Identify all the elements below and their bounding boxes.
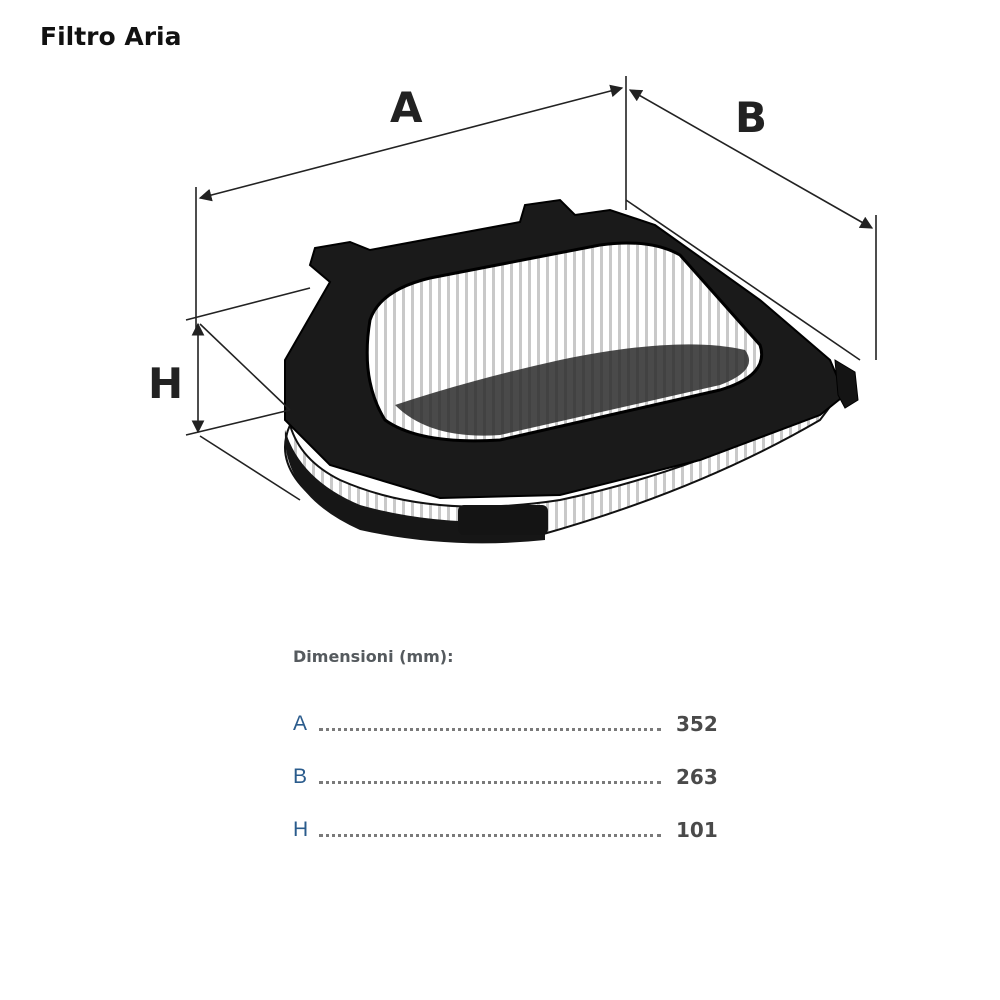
dimension-value: 101: [676, 818, 718, 842]
page-title: Filtro Aria: [40, 22, 182, 51]
filter-illustration: [284, 198, 859, 544]
dimension-label-b: B: [735, 93, 767, 142]
dotted-leader: [319, 781, 661, 784]
dimension-value: 352: [676, 712, 718, 736]
dimension-label-h: H: [148, 359, 183, 408]
dimension-key: H: [293, 818, 309, 841]
dimensions-heading: Dimensioni (mm):: [293, 647, 454, 666]
dimension-row-h: H 101: [293, 818, 723, 846]
dimension-lines: [185, 76, 877, 501]
dotted-leader: [319, 834, 661, 837]
dimension-row-b: B 263: [293, 765, 723, 793]
dotted-leader: [319, 728, 661, 731]
dimension-label-a: A: [390, 83, 423, 132]
air-filter-diagram: A B H: [148, 76, 877, 544]
dimension-row-a: A 352: [293, 712, 723, 740]
dimension-key: B: [293, 765, 308, 788]
dimension-key: A: [293, 712, 308, 735]
dimension-value: 263: [676, 765, 718, 789]
